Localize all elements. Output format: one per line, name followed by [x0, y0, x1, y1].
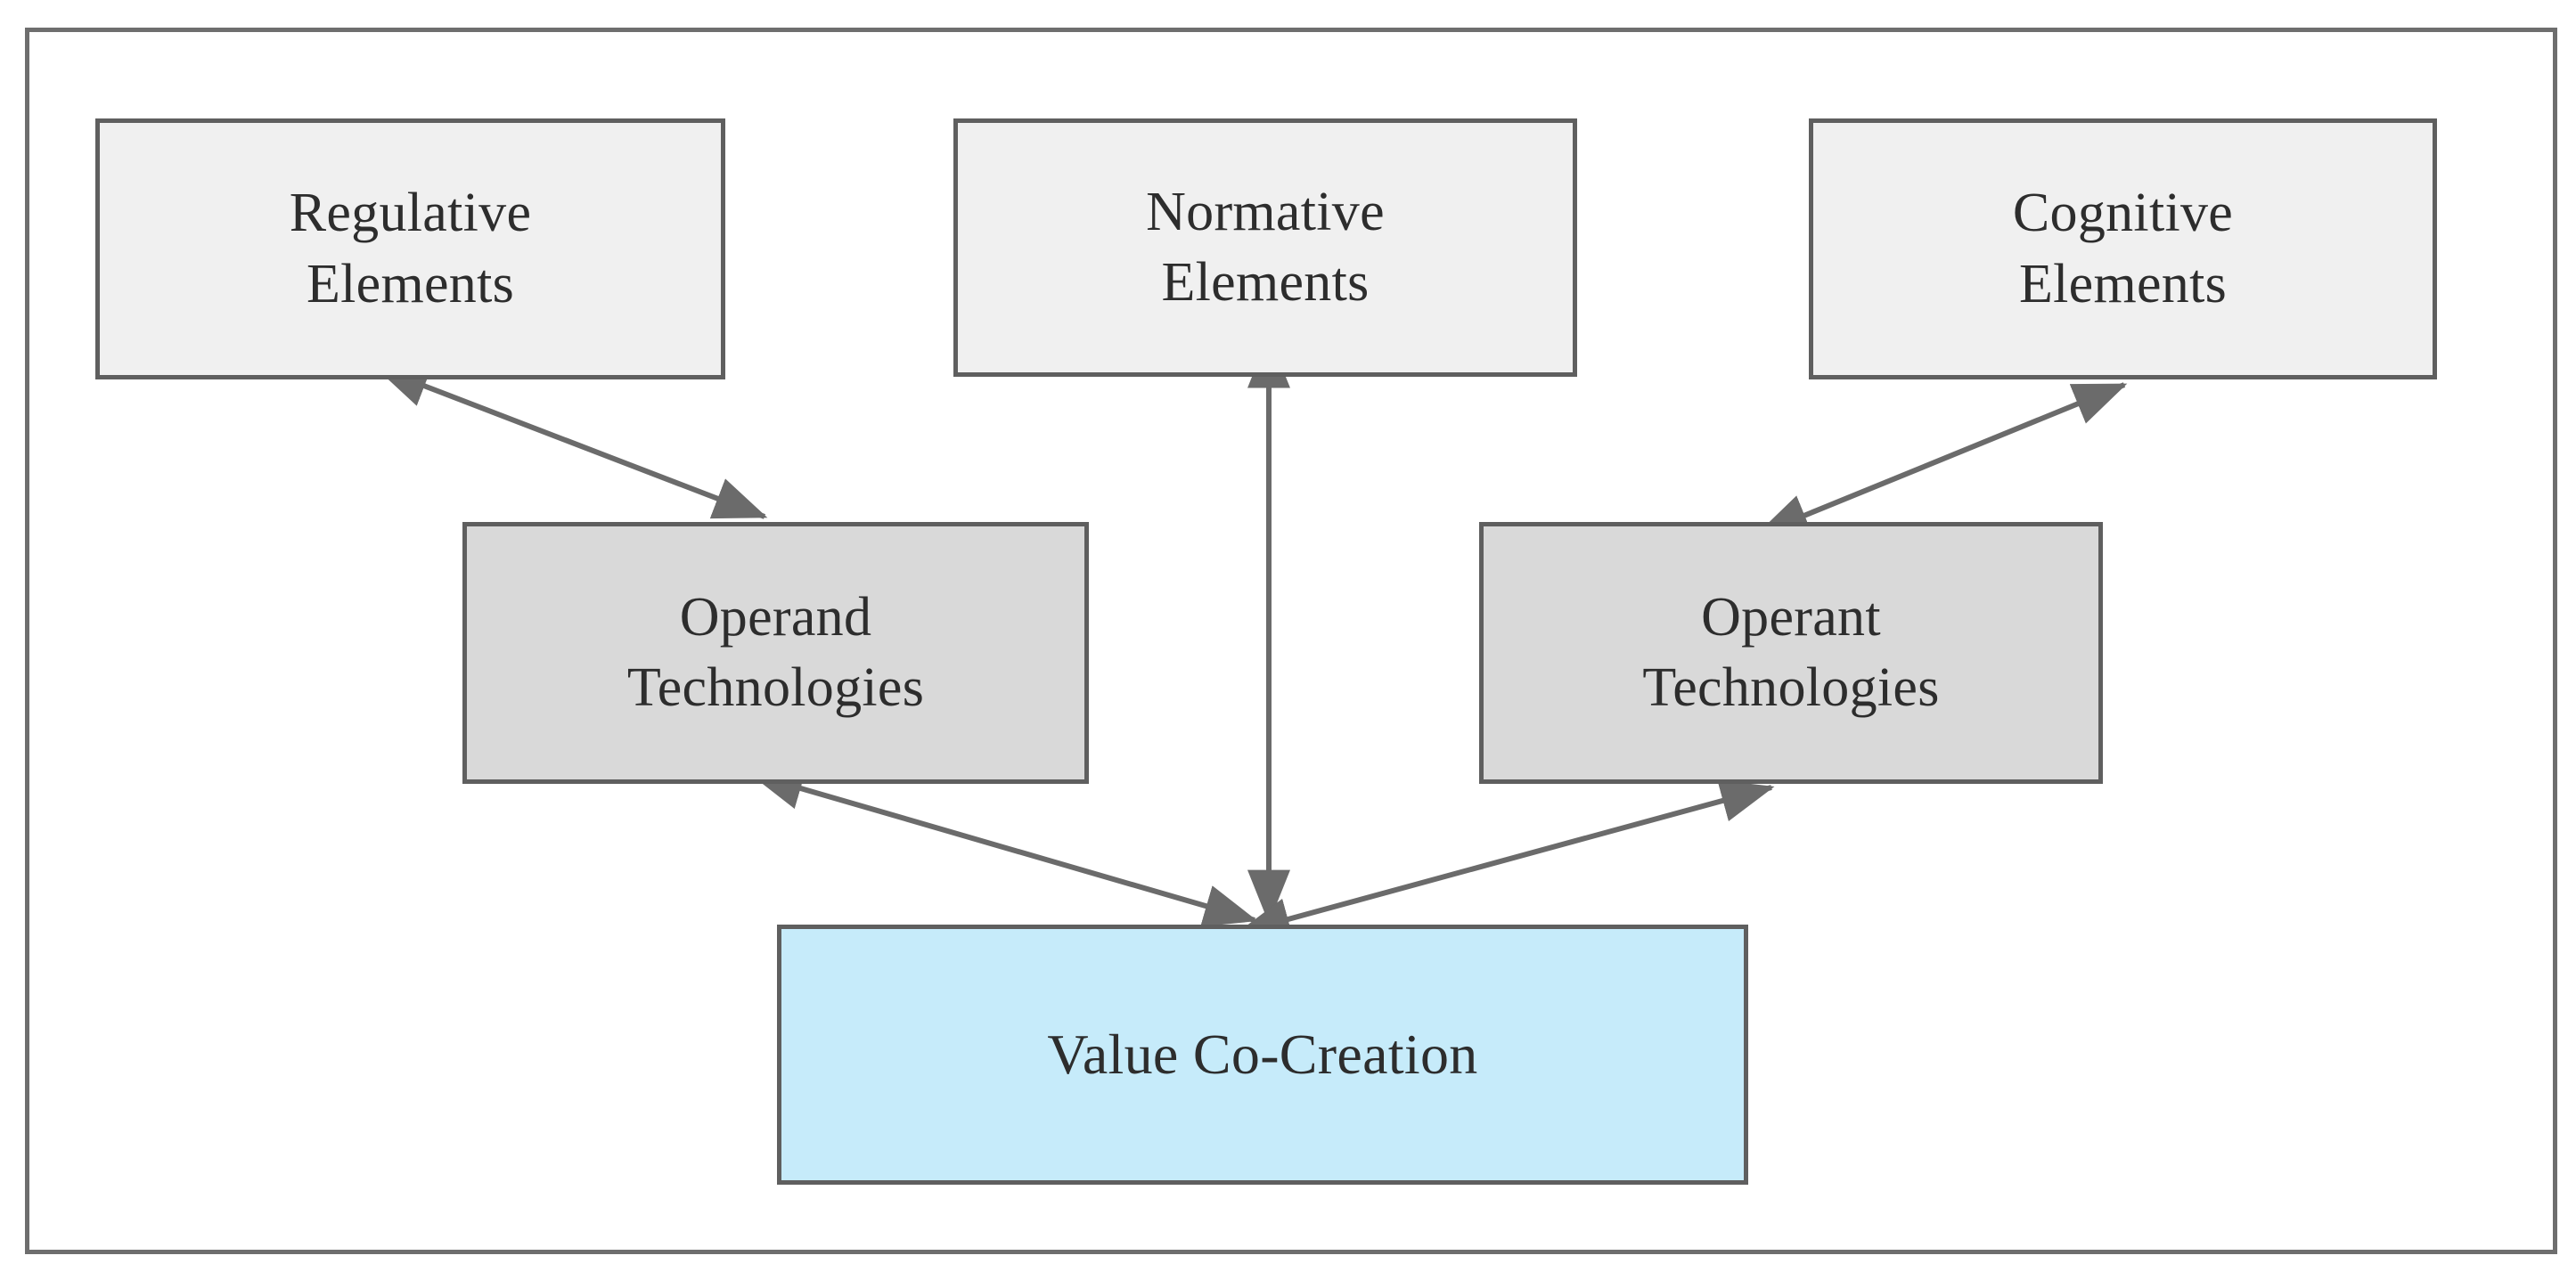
node-normative-elements[interactable]: Normative Elements: [953, 118, 1577, 377]
node-regulative-elements[interactable]: Regulative Elements: [95, 118, 725, 379]
node-operand-technologies[interactable]: Operand Technologies: [462, 522, 1089, 784]
node-cognitive-line2: Elements: [2018, 253, 2228, 314]
node-normative-line2: Elements: [1161, 252, 1370, 313]
node-cognitive-elements[interactable]: Cognitive Elements: [1809, 118, 2437, 379]
node-value-co-creation[interactable]: Value Co-Creation: [777, 925, 1748, 1185]
node-operand-line2: Technologies: [626, 657, 925, 718]
node-regulative-line1: Regulative: [289, 183, 532, 244]
node-normative-line1: Normative: [1146, 181, 1385, 242]
node-operant-technologies[interactable]: Operant Technologies: [1479, 522, 2103, 784]
node-cognitive-line1: Cognitive: [2012, 183, 2234, 244]
node-operant-line2: Technologies: [1642, 657, 1940, 718]
node-operant-line1: Operant: [1701, 586, 1881, 648]
node-value-line1: Value Co-Creation: [1047, 1023, 1478, 1087]
node-operand-line1: Operand: [679, 586, 872, 648]
node-regulative-line2: Elements: [306, 253, 515, 314]
